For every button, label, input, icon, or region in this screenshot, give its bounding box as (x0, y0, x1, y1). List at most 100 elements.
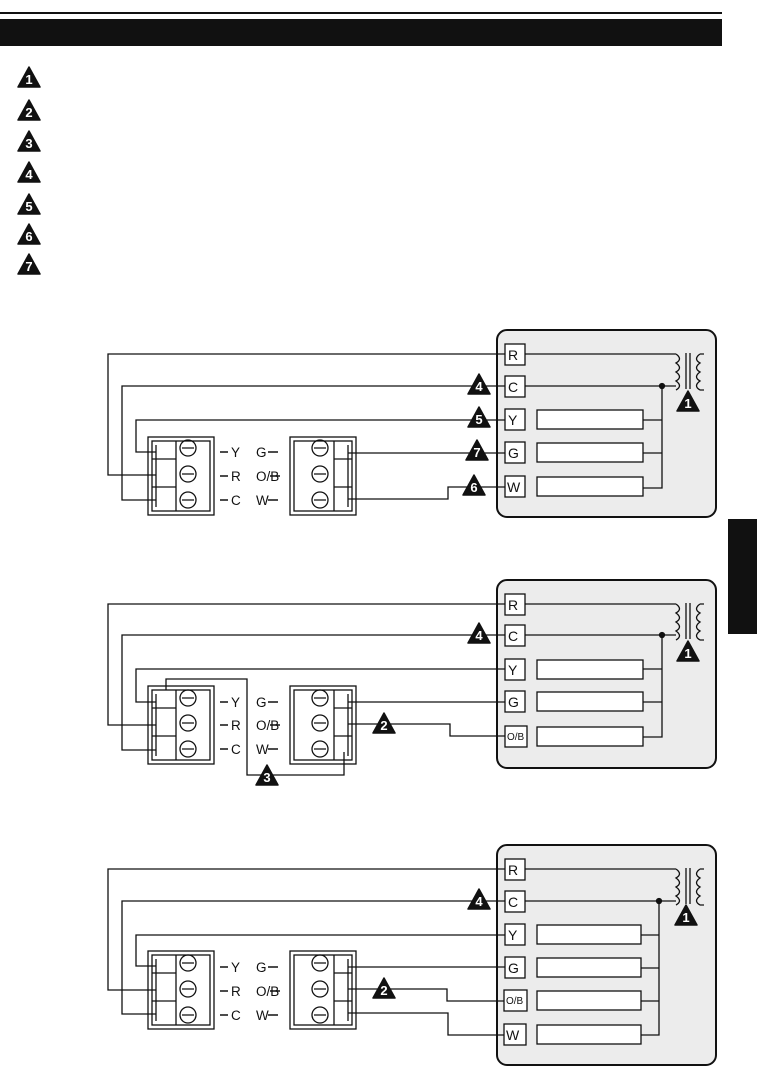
warning-badge-icon: 6 (462, 474, 486, 496)
terminal-label: W (507, 479, 521, 495)
badge-number: 1 (682, 910, 689, 925)
relay-box (536, 409, 644, 430)
terminal-block-right (289, 436, 357, 516)
terminal-block-slots (333, 690, 352, 760)
terminal-screw (311, 439, 329, 457)
terminal-screw (179, 740, 197, 758)
screw-slots (314, 697, 326, 750)
wire-y (135, 934, 505, 967)
warning-badge-icon: 2 (372, 977, 396, 999)
label-dashes (220, 966, 280, 1016)
module-label: R (231, 984, 241, 999)
terminal-block-slots (333, 955, 352, 1025)
transformer (525, 868, 704, 906)
screw-slots (182, 697, 194, 750)
badge-number: 3 (263, 770, 270, 785)
legend-item-2: 2 (17, 99, 317, 121)
terminal-label: R (508, 862, 518, 878)
terminal-block-right (289, 950, 357, 1030)
module-label: W (256, 1008, 269, 1023)
warning-badge-icon: 2 (372, 712, 396, 734)
wiring-diagram-2 (107, 579, 717, 776)
terminal-label: G (508, 960, 519, 976)
module-label: G (256, 695, 267, 710)
terminal-label: C (508, 379, 518, 395)
warning-badge-icon: 1 (676, 640, 700, 662)
legend-item-1: 1 (17, 66, 317, 88)
badge-number: 2 (380, 983, 387, 998)
transformer (525, 353, 704, 391)
label-dashes (220, 451, 280, 501)
wiring-diagram-1 (107, 329, 717, 518)
terminal-label: C (508, 628, 518, 644)
module-label: G (256, 445, 267, 460)
junction-dot (655, 897, 663, 905)
wire-ob (348, 988, 504, 1002)
relay-box (536, 726, 644, 747)
module-label: R (231, 718, 241, 733)
relay-box (536, 1024, 642, 1045)
section-title-bar (0, 19, 722, 46)
terminal-block-left (147, 685, 215, 765)
screw-slots (314, 447, 326, 501)
terminal-screw (179, 1006, 197, 1024)
module-label: Y (231, 695, 240, 710)
relay-box (536, 476, 644, 497)
terminal-screw (179, 439, 197, 457)
wire-y (135, 668, 505, 703)
terminal-block-slots (152, 955, 177, 1025)
terminal-block-left (147, 950, 215, 1030)
junction-dot (658, 382, 666, 390)
terminal-label: C (508, 894, 518, 910)
module-label: C (231, 493, 241, 508)
warning-badge-icon: 3 (17, 130, 41, 152)
terminal-label: G (508, 694, 519, 710)
badge-number: 7 (473, 445, 480, 460)
badge-number: 6 (470, 480, 477, 495)
panel-common-bus (525, 385, 676, 489)
terminal-block-slots (152, 690, 177, 760)
badge-number: 3 (25, 136, 32, 151)
terminal-screw (179, 714, 197, 732)
warning-badge-icon: 4 (467, 888, 491, 910)
legend-item-5: 5 (17, 193, 317, 215)
warning-badge-icon: 4 (17, 161, 41, 183)
terminal-screw (311, 954, 329, 972)
module-label: W (256, 742, 269, 757)
warning-badge-icon: 1 (674, 904, 698, 926)
warning-badge-icon: 1 (676, 390, 700, 412)
badge-number: 5 (25, 199, 32, 214)
terminal-label: O/B (507, 732, 525, 743)
terminal-screw (179, 954, 197, 972)
panel-common-bus (525, 634, 676, 738)
wire-r (107, 353, 505, 476)
wire-r (107, 868, 505, 991)
diagram-3-labels: R C Y G O/B W Y R C G O/B W 4 2 1 (231, 862, 698, 1043)
terminal-screw (179, 689, 197, 707)
terminal-block-right (289, 685, 357, 765)
badge-number: 4 (475, 379, 483, 394)
panel-common-bus (525, 900, 676, 1036)
warning-badge-icon: 4 (467, 622, 491, 644)
relay-box (536, 442, 644, 463)
terminal-screw (311, 980, 329, 998)
terminal-block-inner (151, 440, 211, 512)
diagram-1-labels: R C Y G W Y R C G O/B W 4 5 7 6 1 (231, 347, 700, 508)
wire-w (348, 1012, 504, 1036)
badge-number: 1 (25, 72, 32, 87)
legend-item-4: 4 (17, 161, 317, 183)
terminal-block-left (147, 436, 215, 516)
terminal-label: Y (508, 927, 518, 943)
terminal-block-slots (152, 441, 177, 511)
terminal-screw (311, 491, 329, 509)
badge-number: 2 (380, 718, 387, 733)
wire-r (107, 603, 505, 726)
relay-box (536, 659, 644, 680)
label-dashes (220, 701, 280, 750)
legend-item-7: 7 (17, 253, 317, 275)
terminal-screw (311, 465, 329, 483)
terminal-label: Y (508, 412, 518, 428)
badge-number: 6 (25, 229, 32, 244)
screw-slots (182, 962, 194, 1016)
